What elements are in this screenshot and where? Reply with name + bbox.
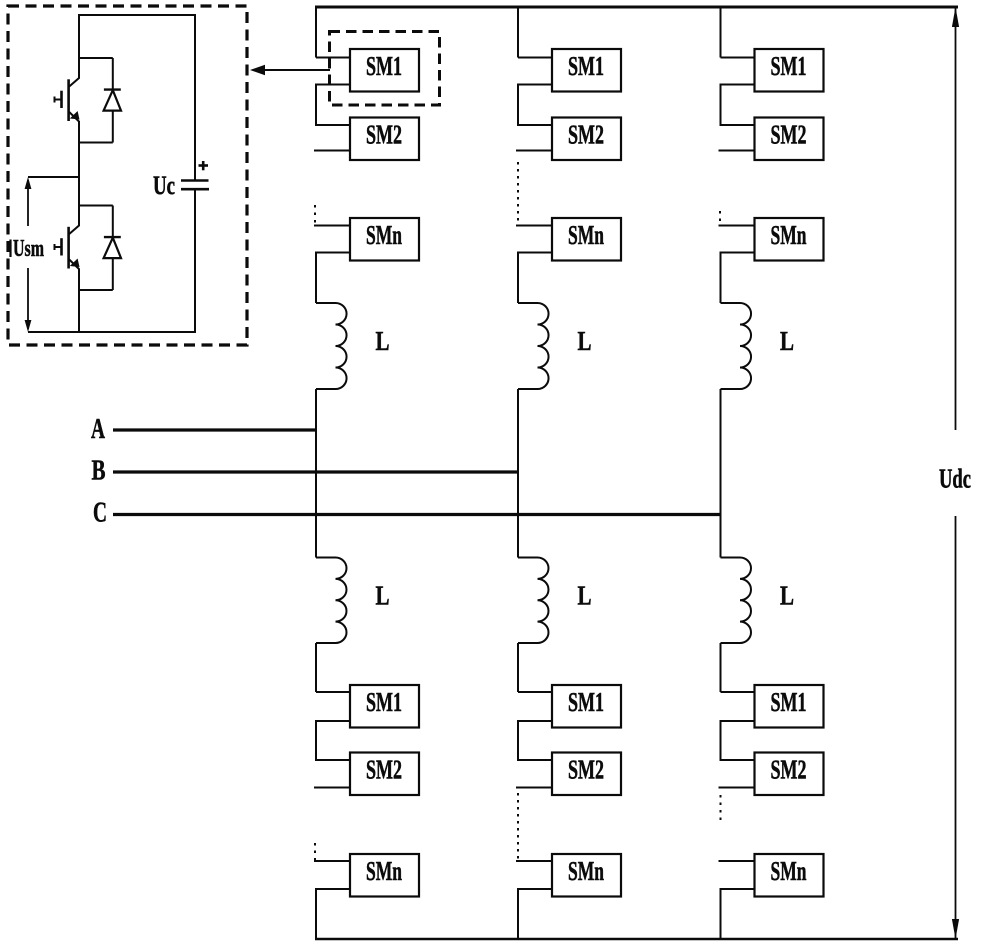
svg-text:Usm: Usm [13, 236, 44, 262]
svg-text:L: L [780, 581, 794, 611]
svg-text:SM1: SM1 [366, 51, 402, 81]
svg-text:SMn: SMn [568, 220, 604, 250]
svg-text:SMn: SMn [568, 856, 604, 886]
svg-text:SM1: SM1 [568, 51, 604, 81]
svg-text:C: C [93, 498, 107, 529]
svg-text:A: A [91, 414, 106, 445]
svg-text:L: L [376, 581, 390, 611]
svg-text:SM1: SM1 [771, 51, 807, 81]
svg-text:B: B [92, 456, 106, 487]
svg-text:L: L [578, 581, 592, 611]
svg-text:SM2: SM2 [568, 119, 604, 149]
svg-text:L: L [578, 326, 592, 356]
svg-text:SM1: SM1 [366, 687, 402, 717]
svg-text:L: L [376, 326, 390, 356]
svg-text:SM1: SM1 [771, 687, 807, 717]
svg-text:SM1: SM1 [568, 687, 604, 717]
svg-text:SM2: SM2 [366, 754, 402, 784]
svg-text:Uc: Uc [153, 171, 175, 200]
svg-text:L: L [780, 326, 794, 356]
svg-text:Udc: Udc [939, 464, 971, 494]
svg-text:SM2: SM2 [771, 754, 807, 784]
svg-text:SMn: SMn [771, 220, 807, 250]
svg-text:SM2: SM2 [771, 119, 807, 149]
svg-text:SM2: SM2 [568, 754, 604, 784]
svg-text:SMn: SMn [771, 856, 807, 886]
svg-text:SMn: SMn [366, 220, 402, 250]
svg-text:SMn: SMn [366, 856, 402, 886]
svg-text:SM2: SM2 [366, 119, 402, 149]
